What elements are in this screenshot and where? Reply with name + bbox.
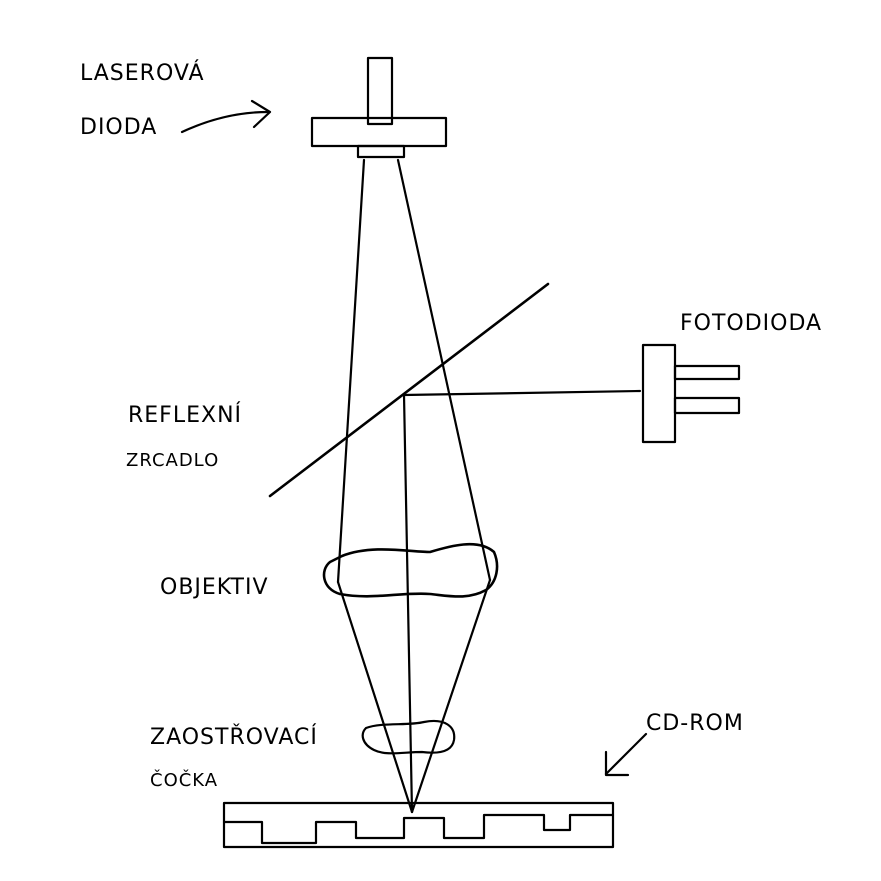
objective-lens <box>322 542 499 598</box>
photodiode-pin-bottom <box>673 396 741 415</box>
laser-beam <box>336 158 642 814</box>
label-laser-diode-line2: DIODA <box>80 115 157 140</box>
beam-right-upper <box>396 158 492 582</box>
laser-diode <box>310 56 448 159</box>
beam-to-photodiode <box>402 389 642 397</box>
photodiode-pin-top <box>673 364 741 381</box>
cd-rom-disc <box>222 801 615 849</box>
label-focusing-lens-line2: ČOČKA <box>150 769 218 791</box>
laser-diode-pin <box>366 56 394 126</box>
reflective-mirror <box>268 282 550 498</box>
label-cd-rom: CD-ROM <box>646 711 744 736</box>
photodiode <box>641 343 741 444</box>
laser-diode-arrow <box>180 99 272 134</box>
laser-diode-emitter <box>356 144 406 159</box>
laser-diode-body <box>310 116 448 148</box>
beam-left-upper <box>336 158 366 584</box>
beam-return-vertical <box>402 393 414 814</box>
label-mirror-line2: ZRCADLO <box>126 450 219 471</box>
focusing-lens <box>361 719 456 755</box>
cd-rom-arrow <box>604 732 648 777</box>
photodiode-body <box>641 343 677 444</box>
label-objective: OBJEKTIV <box>160 575 269 600</box>
label-photodiode: FOTODIODA <box>680 311 822 336</box>
label-focusing-lens-line1: ZAOSTŘOVACÍ <box>150 724 318 750</box>
beam-right-lower <box>410 578 492 814</box>
label-laser-diode-line1: LASEROVÁ <box>80 60 205 86</box>
cd-rom-outline <box>222 801 615 849</box>
cd-rom-pit-track <box>222 813 615 845</box>
label-mirror-line1: REFLEXNÍ <box>128 402 242 428</box>
beam-left-lower <box>336 580 414 814</box>
